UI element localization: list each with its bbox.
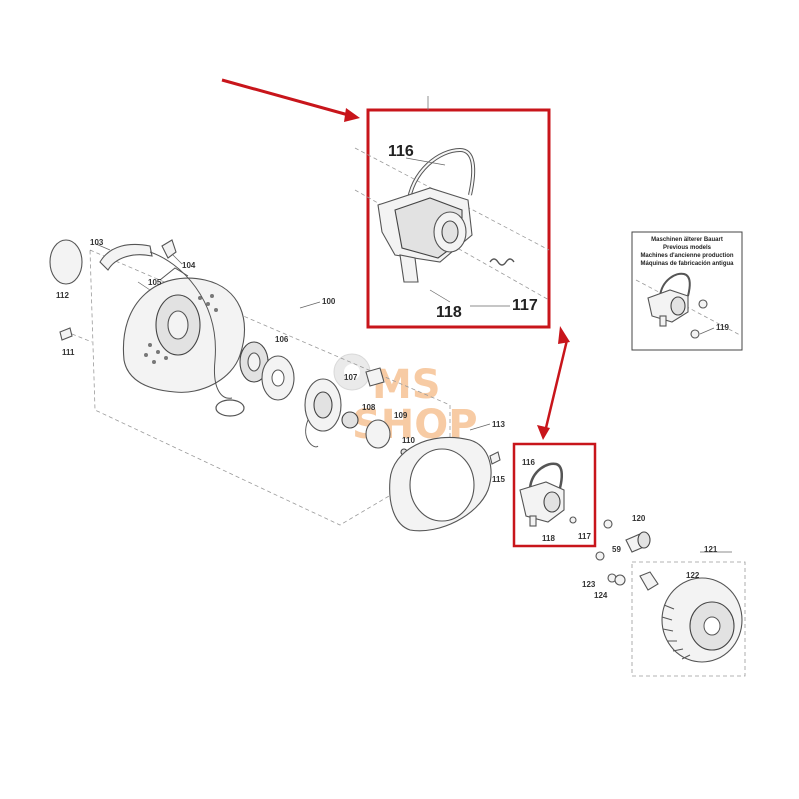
highlight-arrow (221, 78, 360, 122)
small-label-118: 118 (542, 534, 555, 543)
label-108: 108 (362, 403, 376, 412)
label-107: 107 (344, 373, 358, 382)
previous-models-note: Maschinen älterer Bauart Previous models… (631, 231, 743, 351)
label-124: 124 (594, 591, 608, 600)
label-111: 111 (62, 348, 75, 357)
flywheel-assembly: 121 122 (631, 545, 746, 677)
note-line3: Machines d'ancienne production (640, 253, 733, 259)
label-104: 104 (182, 261, 196, 270)
label-123: 123 (582, 580, 596, 589)
zoom-label-117: 117 (512, 297, 538, 314)
label-113: 113 (492, 420, 505, 429)
watermark: MS SHOP (333, 353, 478, 448)
watermark-line1: MS (372, 362, 441, 408)
note-part-119: 119 (716, 323, 729, 332)
small-label-117: 117 (578, 532, 591, 541)
small-highlight-box: 116 118 117 (512, 442, 597, 548)
label-106: 106 (275, 335, 289, 344)
nut-and-bolt-group: 120 59 123 124 (582, 514, 651, 600)
label-109: 109 (394, 411, 408, 420)
label-122: 122 (686, 571, 700, 580)
label-120: 120 (632, 514, 646, 523)
note-line1: Maschinen älterer Bauart (651, 237, 723, 243)
note-line4: Máquinas de fabricación antigua (640, 261, 734, 267)
label-112: 112 (56, 291, 69, 300)
label-100: 100 (322, 297, 336, 306)
label-121: 121 (704, 545, 718, 554)
label-110: 110 (402, 436, 415, 445)
connector-arrow (537, 326, 570, 440)
starter-assembly: 100 103 104 105 106 (49, 238, 451, 526)
zoom-label-118: 118 (436, 304, 462, 321)
note-line2: Previous models (663, 245, 712, 251)
zoom-detail-box: 116 118 117 (354, 96, 551, 329)
label-103: 103 (90, 238, 104, 247)
small-label-116: 116 (522, 458, 535, 467)
label-59: 59 (612, 545, 621, 554)
label-105: 105 (148, 278, 162, 287)
zoom-label-116: 116 (388, 143, 414, 160)
fan-cover: 113 115 (389, 420, 505, 532)
label-115: 115 (492, 475, 505, 484)
